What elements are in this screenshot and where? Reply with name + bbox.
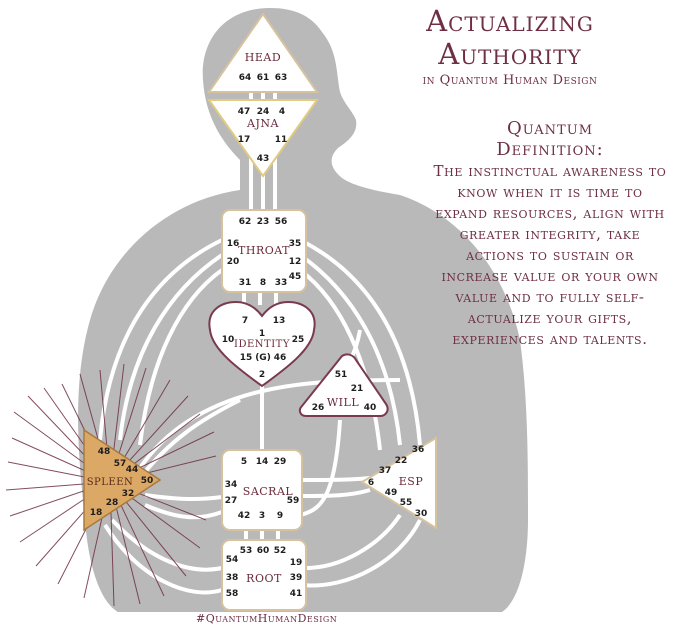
- sacral-gate: 59: [287, 496, 300, 506]
- throat-gate: 16: [227, 239, 240, 249]
- ajna-gate: 24: [257, 107, 270, 117]
- spleen-gate: 48: [98, 447, 111, 457]
- throat-gate: 12: [289, 257, 302, 267]
- sacral-gate: 42: [238, 511, 251, 521]
- ajna-gate: 47: [238, 107, 251, 117]
- throat-gate: 31: [239, 278, 252, 288]
- throat-label: THROAT: [238, 244, 290, 257]
- ajna-gate: 43: [257, 154, 270, 164]
- esp-gate: 22: [395, 456, 408, 466]
- root-gate: 19: [290, 558, 303, 568]
- throat-gate: 33: [275, 278, 288, 288]
- will-gate: 40: [364, 403, 377, 413]
- page-title-line2: Authority: [360, 38, 660, 70]
- root-gate: 54: [226, 555, 239, 565]
- esp-gate: 36: [412, 445, 425, 455]
- identity-sub-label: (G): [255, 353, 271, 363]
- root-gate: 41: [290, 589, 303, 599]
- root-gate: 52: [274, 546, 287, 556]
- ajna-gate: 4: [279, 107, 285, 117]
- head-gate: 63: [275, 73, 288, 83]
- esp-gate: 49: [385, 488, 398, 498]
- page-title-line1: Actualizing: [360, 4, 660, 38]
- spleen-gate: 57: [114, 459, 127, 469]
- spleen-gate: 44: [126, 465, 139, 475]
- spleen-gate: 32: [122, 489, 135, 499]
- throat-gate: 45: [289, 272, 302, 282]
- identity-gate: 46: [274, 353, 287, 363]
- page-subtitle: in Quantum Human Design: [360, 72, 660, 90]
- identity-gate: 15: [240, 353, 253, 363]
- sacral-gate: 29: [274, 457, 287, 467]
- sacral-gate: 5: [241, 457, 247, 467]
- root-gate: 39: [290, 573, 303, 583]
- sacral-center: SACRAL 5 14 29 34 27 59 42 3 9: [222, 450, 302, 530]
- will-gate: 21: [351, 384, 364, 394]
- will-gate: 51: [335, 370, 348, 380]
- definition-block: Quantum Definition: The instinctual awar…: [430, 118, 670, 350]
- identity-gate: 10: [222, 335, 235, 345]
- identity-gate: 2: [259, 370, 265, 380]
- will-gate: 26: [312, 403, 325, 413]
- definition-heading-line1: Quantum: [430, 118, 670, 139]
- spleen-gate: 18: [90, 508, 103, 518]
- ajna-gate: 11: [275, 135, 288, 145]
- throat-gate: 62: [239, 217, 252, 227]
- hashtag-footer: #QuantumHumanDesign: [196, 612, 337, 625]
- identity-gate: 13: [273, 316, 286, 326]
- root-center: ROOT 53 60 52 54 19 38 39 58 41: [222, 540, 306, 610]
- root-gate: 60: [257, 546, 270, 556]
- head-gate: 61: [257, 73, 270, 83]
- esp-gate: 55: [400, 498, 413, 508]
- definition-heading: Quantum Definition:: [430, 118, 670, 160]
- root-label: ROOT: [246, 572, 282, 585]
- throat-gate: 35: [289, 239, 302, 249]
- throat-gate: 20: [227, 257, 240, 267]
- ajna-label: AJNA: [246, 117, 279, 130]
- esp-gate: 30: [415, 509, 428, 519]
- identity-gate: 25: [292, 335, 305, 345]
- root-gate: 53: [240, 546, 253, 556]
- head-gate: 64: [239, 73, 252, 83]
- sacral-gate: 9: [277, 511, 283, 521]
- spleen-gate: 28: [106, 498, 119, 508]
- definition-heading-line2: Definition:: [430, 139, 670, 160]
- sacral-gate: 34: [225, 480, 238, 490]
- definition-body: The instinctual awareness to know when i…: [430, 161, 670, 350]
- identity-gate: 1: [259, 329, 265, 339]
- throat-center: THROAT 62 23 56 16 35 20 12 45 31 8 33: [222, 210, 306, 292]
- spleen-gate: 50: [141, 476, 154, 486]
- root-gate: 38: [226, 573, 239, 583]
- head-label: HEAD: [245, 51, 281, 64]
- sacral-gate: 3: [259, 511, 265, 521]
- esp-gate: 6: [368, 478, 374, 488]
- throat-gate: 56: [275, 217, 288, 227]
- throat-gate: 8: [260, 278, 266, 288]
- sacral-gate: 27: [225, 496, 238, 506]
- root-gate: 58: [226, 589, 239, 599]
- esp-label: ESP: [399, 475, 424, 488]
- sacral-gate: 14: [256, 457, 269, 467]
- will-label: WILL: [327, 396, 359, 409]
- ajna-gate: 17: [238, 135, 251, 145]
- throat-gate: 23: [257, 217, 270, 227]
- identity-gate: 7: [242, 316, 248, 326]
- esp-gate: 37: [379, 466, 392, 476]
- spleen-label: SPLEEN: [87, 477, 134, 488]
- title-block: Actualizing Authority in Quantum Human D…: [360, 4, 660, 90]
- identity-label: IDENTITY: [234, 339, 290, 350]
